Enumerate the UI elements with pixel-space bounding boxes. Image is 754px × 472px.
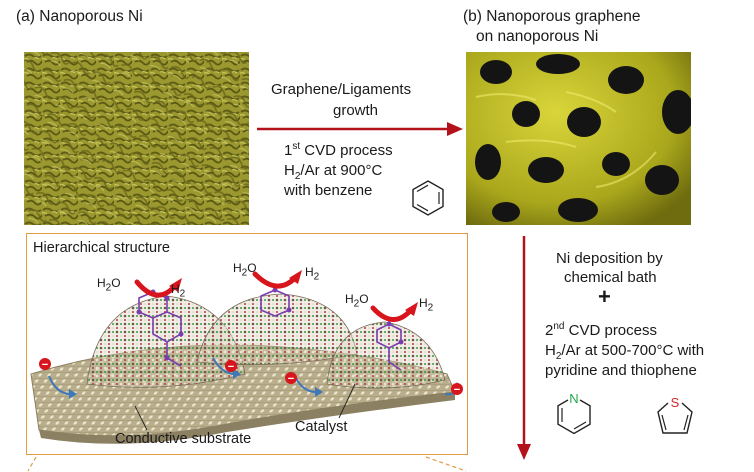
- step2-precursor: pyridine and thiophene: [545, 362, 697, 379]
- thiophene-sulfur: S: [671, 395, 680, 410]
- step1-cvd-line: 1st CVD process: [284, 141, 393, 160]
- pyridine-nitrogen: N: [569, 392, 578, 406]
- step1-precursor: with benzene: [284, 182, 373, 199]
- box-continuation-lines: [27, 456, 467, 472]
- step2-deposit-line2: chemical bath: [564, 269, 657, 286]
- step1-arrow: [257, 122, 463, 136]
- water-label-2: H2O: [233, 261, 257, 279]
- electron-sign: −: [288, 373, 294, 385]
- step2-cvd-line: 2nd CVD process: [545, 321, 657, 340]
- nanoporous-graphene-image: [466, 52, 691, 225]
- water-label-3: H2O: [345, 292, 369, 310]
- catalyst-label: Catalyst: [295, 419, 348, 435]
- hierarchical-structure-illustration: − − − −: [30, 270, 463, 444]
- step1-label-line1: Graphene/Ligaments: [271, 81, 412, 98]
- hierarchical-title: Hierarchical structure: [33, 240, 170, 256]
- hydrogen-label-2: H2: [305, 265, 320, 283]
- electron-icons: [39, 358, 463, 395]
- thiophene-icon: S: [657, 395, 693, 434]
- electron-sign: −: [228, 361, 234, 373]
- step2-arrow: [517, 236, 531, 460]
- step2-gas-line: H2/Ar at 500-700°C with: [545, 342, 705, 362]
- step1-gas-line: H2/Ar at 900°C: [284, 162, 383, 182]
- panel-a-title: (a) Nanoporous Ni: [16, 8, 143, 25]
- panel-b-title-line2: on nanoporous Ni: [476, 28, 599, 45]
- hydrogen-label-1: H2: [171, 282, 186, 300]
- conductive-substrate-label: Conductive substrate: [115, 431, 252, 447]
- hydrogen-label-3: H2: [419, 296, 434, 314]
- electron-sign: −: [42, 359, 48, 371]
- electron-sign: −: [454, 384, 460, 396]
- nanoporous-ni-image: [24, 52, 249, 225]
- step2-deposit-line1: Ni deposition by: [556, 250, 663, 267]
- benzene-icon: [412, 180, 444, 216]
- plus-sign: +: [598, 284, 611, 309]
- water-label-1: H2O: [97, 276, 121, 294]
- pyridine-icon: N: [557, 392, 591, 435]
- panel-b-title-line1: (b) Nanoporous graphene: [463, 8, 641, 25]
- step1-label-line2: growth: [333, 102, 379, 119]
- hierarchical-structure-panel: − − − − Hierarchical structure H2O H2 H2…: [26, 233, 468, 455]
